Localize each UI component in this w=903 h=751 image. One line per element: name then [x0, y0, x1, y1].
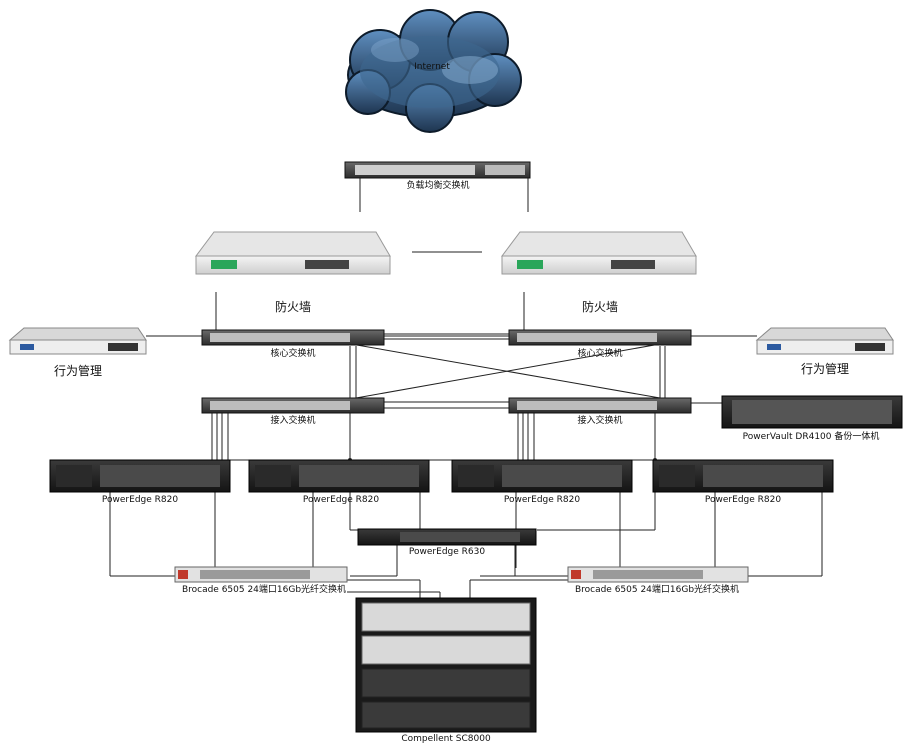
fc-switch-right: [567, 566, 749, 583]
firewall-left: [195, 231, 391, 275]
access-switch-right: [508, 397, 692, 414]
access-switch-right-label: 接入交换机: [577, 416, 623, 426]
server-r820-2-label: PowerEdge R820: [302, 495, 380, 505]
load-balancer-label: 负载均衡交换机: [406, 181, 470, 191]
behavior-mgmt-left-label: 行为管理: [53, 364, 103, 378]
behavior-mgmt-right-label: 行为管理: [800, 362, 850, 376]
firewall-left-label: 防火墙: [274, 300, 312, 314]
internet-cloud: [345, 9, 522, 133]
storage-label: Compellent SC8000: [401, 734, 491, 744]
behavior-mgmt-left: [8, 327, 147, 355]
server-r820-4-label: PowerEdge R820: [704, 495, 782, 505]
server-r630-label: PowerEdge R630: [408, 547, 486, 557]
server-r820-1-label: PowerEdge R820: [101, 495, 179, 505]
core-switch-right: [508, 329, 692, 346]
fc-switch-right-label: Brocade 6505 24端口16Gb光纤交换机: [574, 585, 740, 595]
behavior-mgmt-right: [755, 327, 894, 355]
core-switch-left-label: 核心交换机: [270, 349, 316, 359]
server-r820-4: [652, 459, 834, 493]
backup-label: PowerVault DR4100 备份一体机: [742, 432, 880, 442]
server-r820-3-label: PowerEdge R820: [503, 495, 581, 505]
internet-label: Internet: [414, 62, 450, 72]
server-r630: [357, 528, 537, 546]
firewall-right: [501, 231, 697, 275]
core-switch-right-label: 核心交换机: [577, 349, 623, 359]
storage-array: [355, 597, 537, 733]
fc-switch-left: [174, 566, 348, 583]
server-r820-1: [49, 459, 231, 493]
access-switch-left-label: 接入交换机: [270, 416, 316, 426]
fc-switch-left-label: Brocade 6505 24端口16Gb光纤交换机: [181, 585, 347, 595]
server-r820-3: [451, 459, 633, 493]
access-switch-left: [201, 397, 385, 414]
load-balancer-switch: [344, 161, 531, 179]
firewall-right-label: 防火墙: [581, 300, 619, 314]
server-r820-2: [248, 459, 430, 493]
backup-appliance: [721, 395, 903, 429]
core-switch-left: [201, 329, 385, 346]
